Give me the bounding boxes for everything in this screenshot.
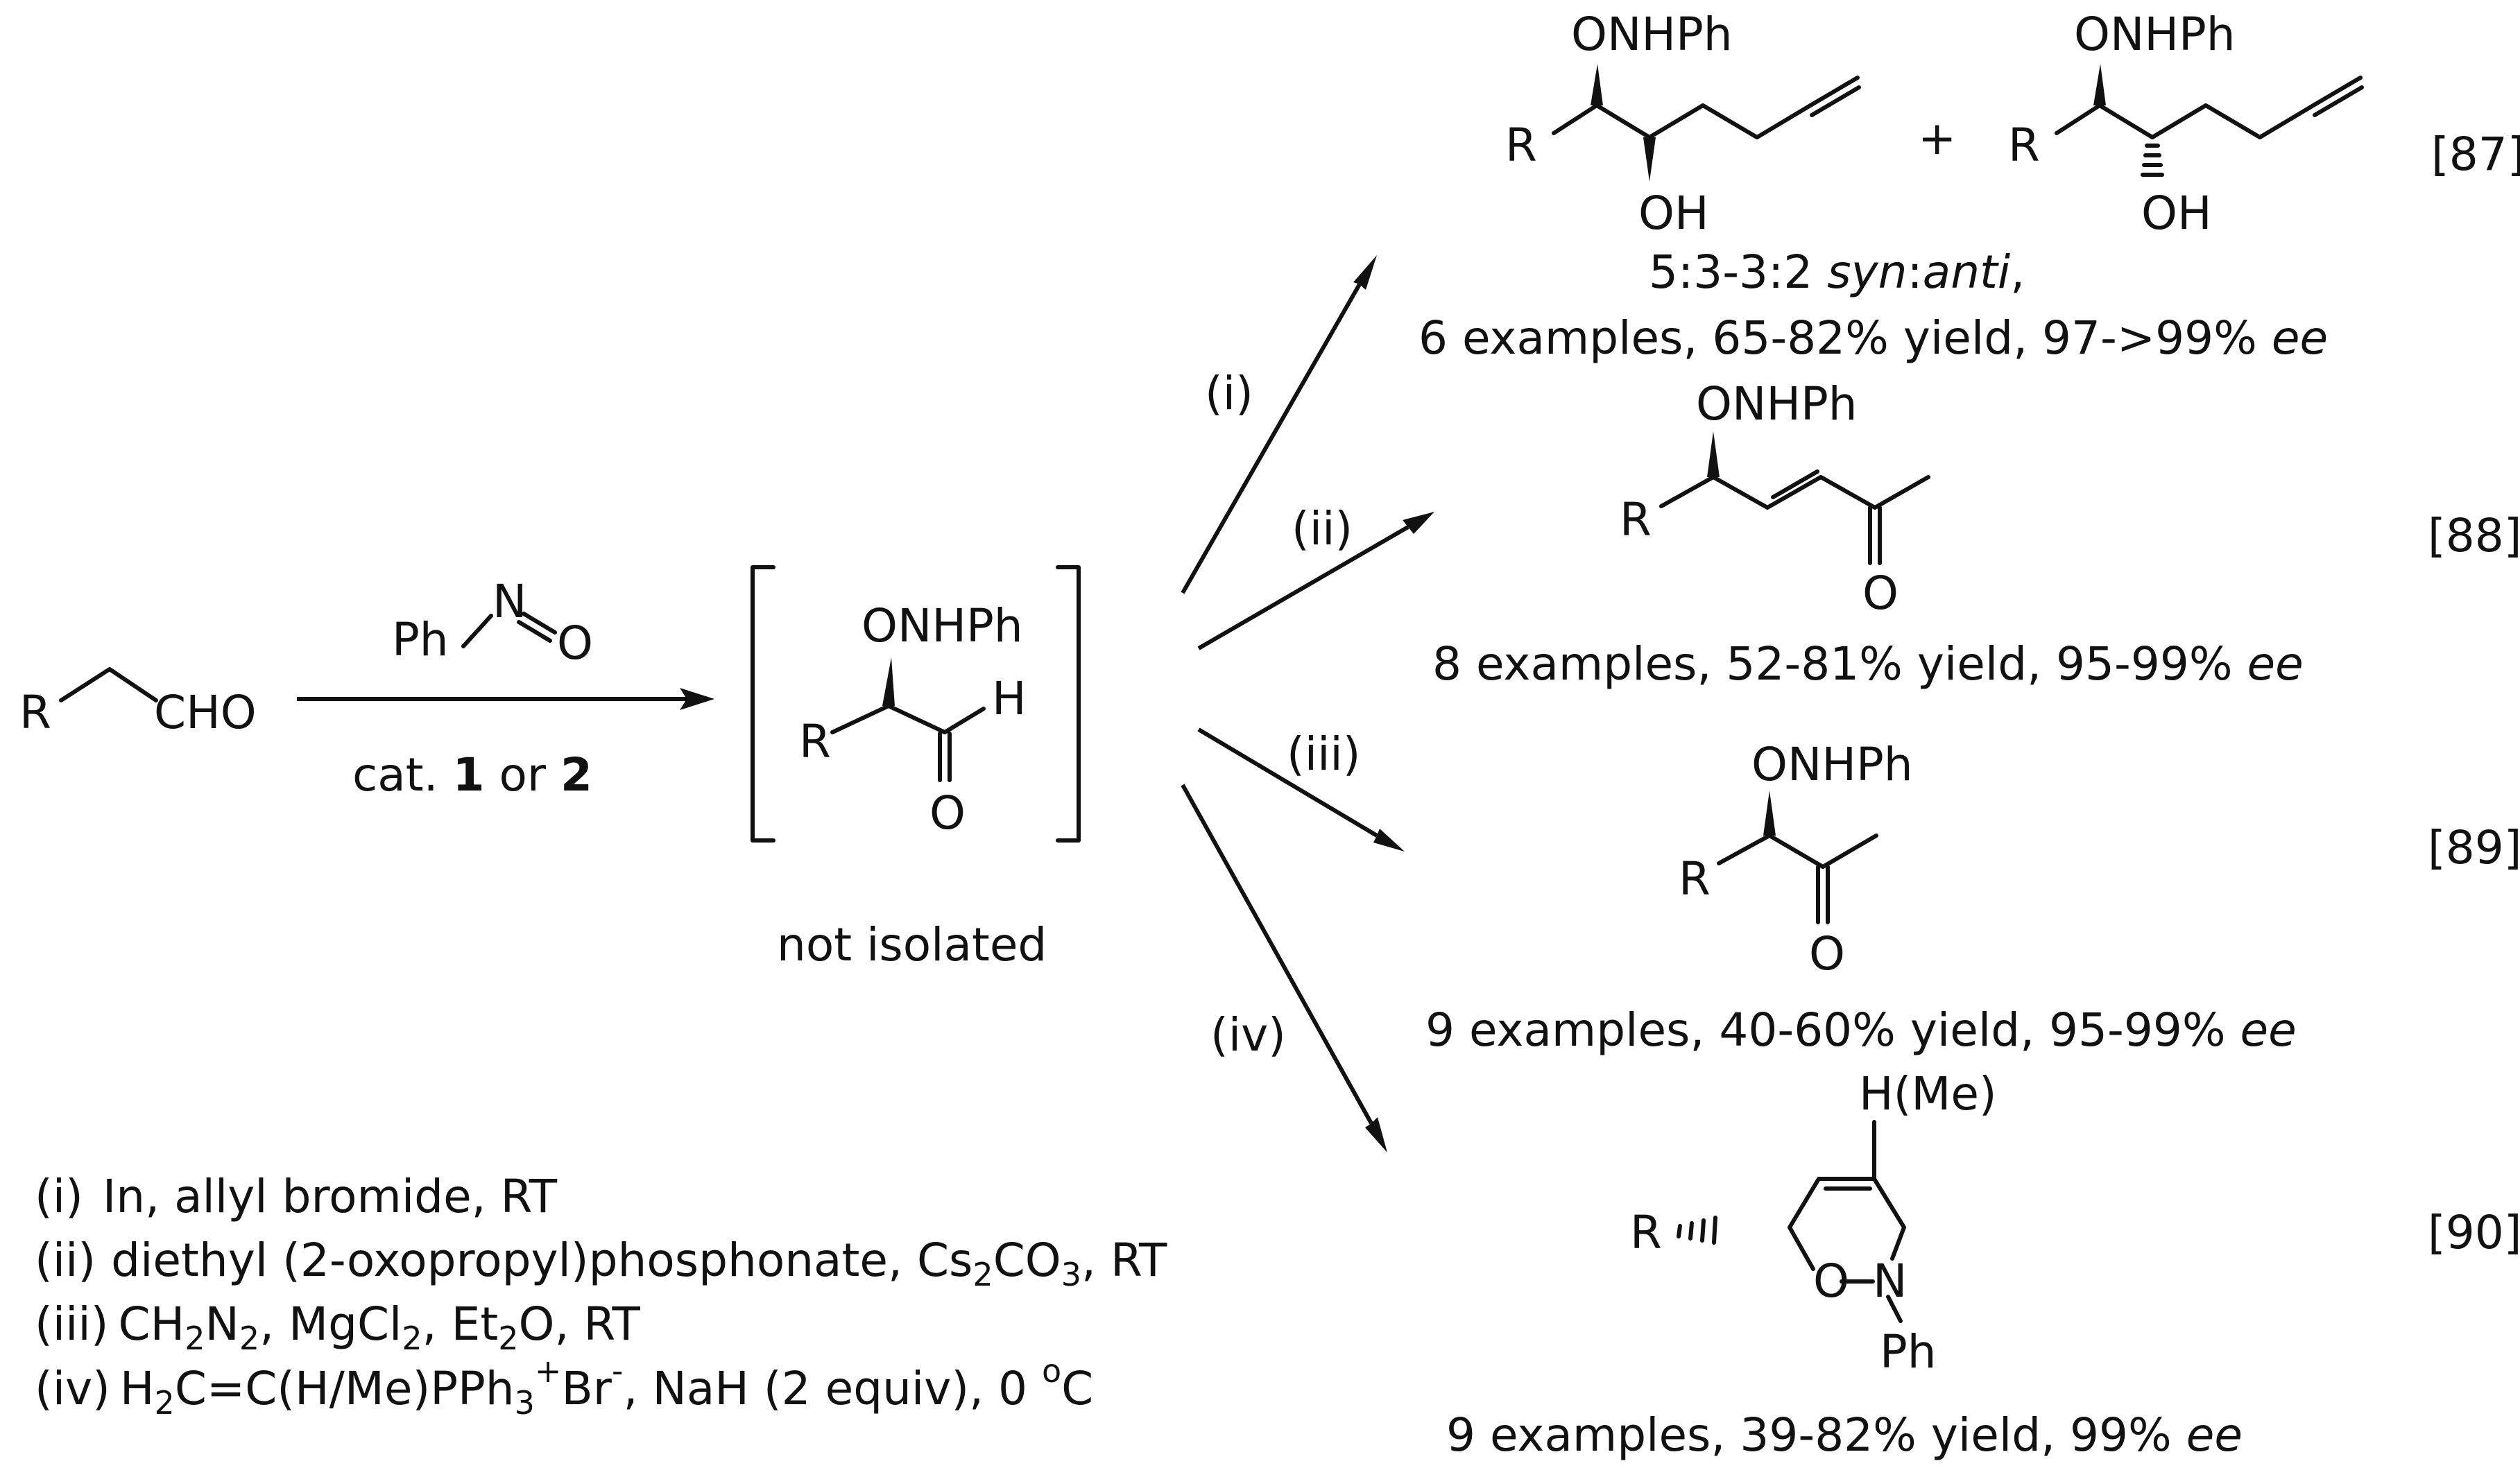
right-bracket <box>1056 565 1081 843</box>
p89-o: O <box>1809 927 1845 981</box>
product-89: ONHPh R O <box>1679 738 1913 981</box>
substituent-r: R <box>19 686 51 739</box>
p90-ring-left <box>1788 1177 1876 1271</box>
not-isolated-note: not isolated <box>777 918 1047 972</box>
p90-hme: H(Me) <box>1859 1067 1997 1121</box>
aldehyde-h-bond <box>943 707 986 734</box>
p87-left-c-c-bond <box>1595 103 1652 139</box>
p87-right-c-c-bond <box>2098 103 2154 139</box>
starting-aldehyde: R CHO <box>19 667 257 739</box>
p87-left-alkene-double <box>1810 85 1861 117</box>
p88-summary: 8 examples, 52-81% yield, 95-99% ee <box>1432 637 2304 691</box>
aldehyde-bonds <box>59 667 158 702</box>
ref-90: [90] <box>2428 1206 2520 1259</box>
p88-r: R <box>1620 493 1652 546</box>
p89-chain <box>1767 834 1878 869</box>
step-label-i: (i) <box>1205 367 1253 420</box>
aldehyde-cho: CHO <box>154 686 257 739</box>
ph-n-bond <box>461 614 493 648</box>
p88-onhph: ONHPh <box>1696 377 1858 431</box>
intermediate: ONHPh R H O <box>751 565 1081 843</box>
p89-r: R <box>1679 852 1711 906</box>
p89-carbonyl-double <box>1816 865 1830 924</box>
step-label-ii: (ii) <box>1292 502 1353 555</box>
p89-wedge <box>1763 791 1776 836</box>
p87-right-r-bond <box>2055 103 2102 135</box>
p90-r: R <box>1630 1206 1662 1259</box>
p90-n-ph-bond <box>1886 1295 1903 1323</box>
step-label-iii: (iii) <box>1287 727 1361 781</box>
p90-ring-right <box>1872 1177 1906 1261</box>
p87-left-r: R <box>1505 119 1537 172</box>
p87-right-hash-bond <box>2141 144 2164 177</box>
intermediate-r: R <box>799 715 831 768</box>
arrow-ii <box>1197 512 1434 650</box>
arrow-i <box>1181 255 1377 594</box>
p87-ratio: 5:3-3:2 syn:anti, <box>1649 245 2025 299</box>
reagent-n: N <box>492 575 526 628</box>
p90-hash-bond <box>1677 1216 1717 1245</box>
main-arrow <box>297 688 714 710</box>
p87-left-wedge-1 <box>1591 64 1603 105</box>
p87-right-wedge-1 <box>2093 64 2106 105</box>
p87-left-r-bond <box>1552 103 1599 135</box>
p89-r-bond <box>1717 834 1772 865</box>
p90-o: O <box>1813 1254 1849 1308</box>
arrow-iii <box>1197 727 1405 852</box>
p90-summary: 9 examples, 39-82% yield, 99% ee <box>1446 1408 2243 1462</box>
p88-wedge <box>1707 431 1720 477</box>
p89-summary: 9 examples, 40-60% yield, 95-99% ee <box>1425 1003 2297 1057</box>
intermediate-h: H <box>992 672 1027 725</box>
p88-r-bond <box>1659 475 1715 508</box>
p87-summary: 6 examples, 65-82% yield, 97->99% ee <box>1418 311 2328 365</box>
p87-left-allyl-chain <box>1647 76 1860 139</box>
ref-88: [88] <box>2428 509 2520 562</box>
intermediate-o: O <box>929 786 966 840</box>
p87-right-onhph: ONHPh <box>2074 8 2236 61</box>
catalyst-conditions: cat. 1 or 2 <box>352 748 592 802</box>
p88-chain <box>1711 475 1930 510</box>
stereo-wedge <box>882 657 895 706</box>
n-o-double-bond <box>522 612 557 634</box>
reagent-o: O <box>557 616 593 670</box>
arrow-iv <box>1181 784 1387 1152</box>
p88-alkene-double <box>1771 469 1819 499</box>
intermediate-onhph: ONHPh <box>862 599 1023 653</box>
legend-iii: (iii)CH2N2, MgCl2, Et2O, RT <box>35 1297 640 1357</box>
conditions-legend: (i)In, allyl bromide, RT (ii)diethyl (2-… <box>35 1170 1167 1422</box>
product-87-syn: ONHPh R OH <box>1505 8 1861 240</box>
ref-87: [87] <box>2431 128 2520 181</box>
r-bond <box>830 704 891 734</box>
p87-left-onhph: ONHPh <box>1571 8 1733 61</box>
p87-right-r: R <box>2008 119 2040 172</box>
ref-89: [89] <box>2428 821 2520 874</box>
left-bracket <box>751 565 775 843</box>
legend-i: (i)In, allyl bromide, RT <box>35 1170 558 1223</box>
product-87-anti: ONHPh R OH <box>2008 8 2364 240</box>
p88-o: O <box>1862 567 1898 620</box>
p89-onhph: ONHPh <box>1751 738 1913 791</box>
p87-right-allyl-chain <box>2150 76 2363 139</box>
p90-n: N <box>1873 1254 1907 1308</box>
plus-sign: + <box>1918 112 1956 165</box>
n-o-double-bond-2 <box>517 620 552 643</box>
p88-carbonyl-double <box>1868 506 1882 565</box>
legend-ii: (ii)diethyl (2-oxopropyl)phosphonate, Cs… <box>35 1234 1167 1293</box>
alpha-carbonyl-bond <box>886 704 947 734</box>
nitrosobenzene-reagent: Ph N O <box>392 575 593 670</box>
step-label-iv: (iv) <box>1210 1008 1286 1062</box>
p87-right-alkene-double <box>2313 85 2364 117</box>
p87-left-oh: OH <box>1638 187 1709 240</box>
legend-iv: (iv)H2C=C(H/Me)PPh3+Br-, NaH (2 equiv), … <box>35 1352 1093 1422</box>
reagent-ph: Ph <box>392 613 449 666</box>
carbonyl-double-bond <box>938 732 952 782</box>
p87-left-oh-wedge <box>1643 137 1656 182</box>
p90-ph: Ph <box>1880 1325 1937 1379</box>
product-88: ONHPh R O <box>1620 377 1930 620</box>
p87-right-oh: OH <box>2141 187 2212 240</box>
product-90: H(Me) O N Ph R <box>1630 1067 1997 1379</box>
